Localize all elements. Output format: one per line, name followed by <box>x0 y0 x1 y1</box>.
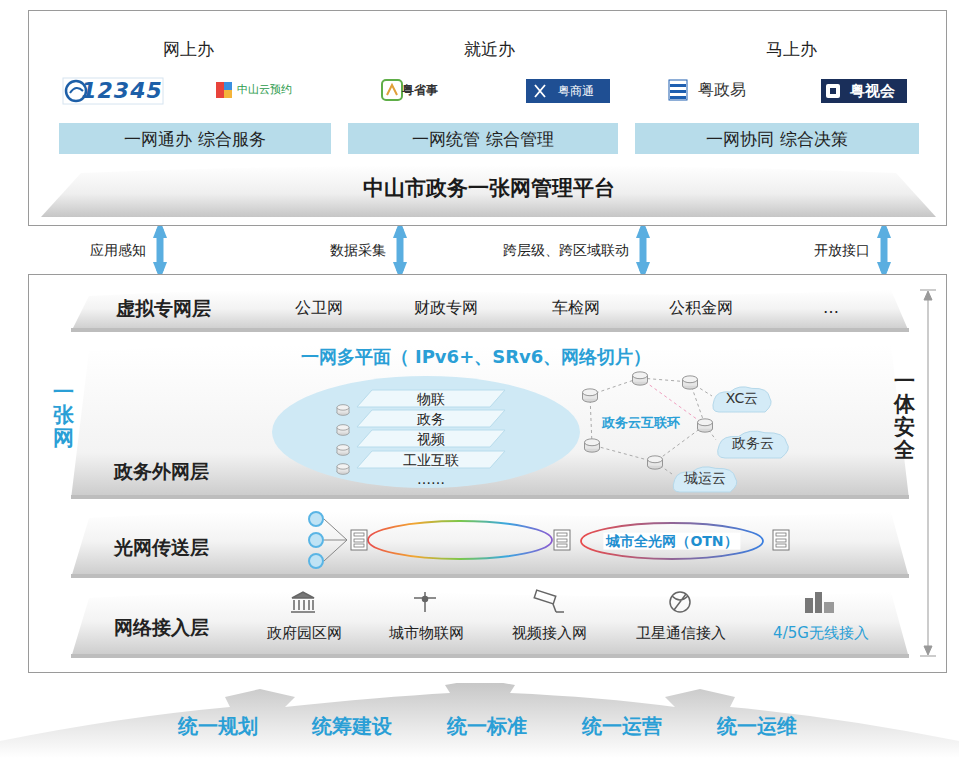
node-text: 一网多平面（ IPv6+、SRv6、网络切片） <box>301 346 652 368</box>
service-bar: 一网协同 综合决策 <box>635 123 919 154</box>
node-text: 公卫网 <box>295 298 343 317</box>
cloud-shape: 政务云 <box>713 427 793 459</box>
service-panel: 网上办 就近办 马上办一网通办 综合服务 一网统管 综合管理 一网协同 综合决策中山市政… <box>28 10 947 226</box>
node-text: 4/5G无线接入 <box>773 624 869 642</box>
ring-routers <box>583 372 713 469</box>
node-text: 车检网 <box>552 298 600 317</box>
node-text: 中山市政务一张网管理平台 <box>363 176 615 201</box>
edge-label: 数据采集 <box>330 242 386 259</box>
node-text: 公积金网 <box>669 298 733 317</box>
logo-label: 粤视会 <box>850 82 895 100</box>
service-bar: 一网统管 综合管理 <box>348 123 618 154</box>
node-text: 网上办 <box>163 39 214 59</box>
node-text: 光网传送层 <box>114 536 209 559</box>
node-text: 一网协同 综合决策 <box>706 128 847 148</box>
node-text: 财政专网 <box>414 298 478 317</box>
node-text: 城市全光网（OTN） <box>603 533 740 550</box>
otn-ring: 城市全光网（OTN） <box>579 521 765 561</box>
node-text: 政务云 <box>732 435 774 452</box>
cloud-shape: 城运云 <box>669 463 741 493</box>
logo-label: 粤商通 <box>558 84 594 98</box>
logo-label: 12345 <box>81 78 163 104</box>
cloud-ring-links <box>590 378 716 474</box>
double-arrow <box>640 229 647 271</box>
cloud-ring: 政务云互联环 <box>586 410 696 436</box>
node-text: 统一标准 <box>447 714 527 738</box>
access-icons <box>291 590 834 613</box>
node-text: … <box>823 298 839 317</box>
node-text: 就近办 <box>464 39 515 59</box>
logo-icons <box>63 78 907 104</box>
node-text: 统一运维 <box>717 714 797 738</box>
node-text: 一网统管 综合管理 <box>412 128 553 148</box>
node-text: …… <box>417 471 445 488</box>
logo-label: 粤省事 <box>402 83 438 97</box>
edge-label: 开放接口 <box>814 242 870 259</box>
layer-band: 网络接入层 政府园区网 城市物联网 视频接入网 卫星通信接入 4/5G无线接入 <box>71 586 909 658</box>
node-text: 政务外网层 <box>114 460 209 483</box>
network-panel: 一张网 一体安全 虚拟专网层 公卫网 财政专网 车检网 公积金网 … 一网多平面（ IPv6+、… <box>28 274 947 673</box>
double-arrow <box>157 229 164 271</box>
node-text: 政务 <box>417 411 445 428</box>
node-text: 一网通办 综合服务 <box>124 128 265 148</box>
edge-label: 跨层级、跨区域联动 <box>503 242 629 259</box>
node-text: 视频接入网 <box>512 624 587 642</box>
optical-transport <box>309 512 789 568</box>
principle-band: 统一规划 统筹建设 统一标准 统一运营 统一运维 <box>0 683 959 758</box>
plane-ellipse: 物联政务视频工业互联 …… <box>271 375 581 489</box>
node-text: 卫星通信接入 <box>636 624 726 642</box>
layer-band: 虚拟专网层 公卫网 财政专网 车检网 公积金网 … <box>71 284 909 332</box>
node-text: 物联 <box>417 391 445 408</box>
logo-label: 中山云预约 <box>237 83 292 96</box>
cloud-shape: XC云 <box>709 383 775 413</box>
node-text: 马上办 <box>766 39 817 59</box>
node-text: 一张网 <box>53 381 74 450</box>
node-text: 统一运营 <box>582 714 662 738</box>
double-arrow <box>397 229 404 271</box>
node-text: 统筹建设 <box>312 714 392 738</box>
node-text: 城运云 <box>684 470 726 487</box>
service-bar: 一网通办 综合服务 <box>59 123 331 154</box>
node-text: 网络接入层 <box>114 616 209 639</box>
node-text: XC云 <box>726 390 758 407</box>
node-text: 政府园区网 <box>267 624 342 642</box>
node-text: 一体安全 <box>894 370 915 462</box>
node-text: 虚拟专网层 <box>116 297 211 320</box>
network-planes <box>337 390 505 474</box>
node-text: 城市物联网 <box>389 624 464 642</box>
security-bracket <box>920 290 936 656</box>
double-arrow <box>881 229 888 271</box>
platform-band: 中山市政务一张网管理平台 <box>41 161 936 217</box>
edge-label: 应用感知 <box>90 242 146 259</box>
node-text: 统一规划 <box>178 714 258 738</box>
node-text: 视频 <box>417 431 445 448</box>
node-text: 政务云互联环 <box>602 415 680 431</box>
node-text: 工业互联 <box>403 452 459 469</box>
logo-label: 粤政易 <box>698 80 746 99</box>
